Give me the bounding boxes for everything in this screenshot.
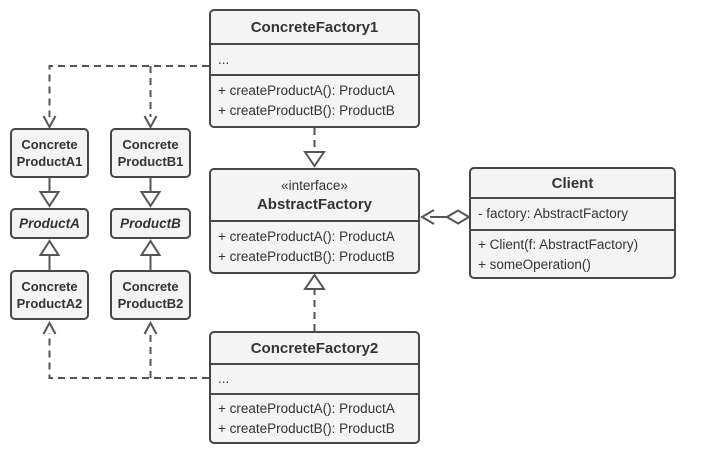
class-box-concrete-factory-1: ConcreteFactory1 ... + createProductA():… xyxy=(209,9,420,128)
class-box-product-b: ProductB xyxy=(110,208,191,239)
hollow-triangle-icon xyxy=(139,191,162,208)
dependency-factory1-to-products xyxy=(42,65,209,130)
generalization-concreteproducta2-producta xyxy=(38,239,61,270)
method-row: + createProductA(): ProductA xyxy=(218,83,395,98)
aggregation-client-abstractfactory xyxy=(420,209,471,225)
generalization-concreteproductb2-productb xyxy=(139,239,162,270)
class-name-line: Concrete xyxy=(122,137,179,152)
hollow-triangle-icon xyxy=(38,239,61,256)
class-name-line: Concrete xyxy=(21,137,78,152)
method-row: + createProductA(): ProductA xyxy=(218,401,395,416)
class-box-concrete-factory-2: ConcreteFactory2 ... + createProductA():… xyxy=(209,331,420,444)
class-box-concrete-product-b1: Concrete ProductB1 xyxy=(110,128,191,178)
class-name-line: ProductA1 xyxy=(16,154,83,169)
class-box-concrete-product-a1: Concrete ProductA1 xyxy=(10,128,89,178)
dependency-arrowhead xyxy=(143,115,158,130)
class-name-line: ProductB1 xyxy=(117,154,184,169)
attributes-compartment: ... xyxy=(211,43,418,74)
class-name-line: Concrete xyxy=(122,279,179,294)
attribute-row: ... xyxy=(218,51,230,67)
dependency-line xyxy=(48,65,209,117)
hollow-triangle-icon xyxy=(38,191,61,208)
attributes-compartment: - factory: AbstractFactory xyxy=(471,197,674,229)
dependency-line xyxy=(48,333,209,379)
class-name: ConcreteFactory2 xyxy=(250,339,379,357)
attribute-row: ... xyxy=(218,371,230,386)
attributes-compartment: ... xyxy=(211,363,418,393)
hollow-triangle-icon xyxy=(303,273,326,290)
generalization-concreteproductb1-productb xyxy=(139,178,162,208)
method-row: + createProductB(): ProductB xyxy=(218,249,395,264)
method-row: + createProductA(): ProductA xyxy=(218,229,395,244)
class-name: AbstractFactory xyxy=(256,195,373,213)
class-name: ConcreteFactory1 xyxy=(250,18,379,36)
class-name-line: ProductA2 xyxy=(16,296,83,311)
hollow-triangle-icon xyxy=(139,239,162,256)
realization-factory1-abstractfactory xyxy=(303,128,326,168)
class-box-product-a: ProductA xyxy=(10,208,89,239)
method-row: + createProductB(): ProductB xyxy=(218,421,395,436)
class-name: ProductB xyxy=(120,216,181,231)
open-arrowhead-icon xyxy=(420,209,435,225)
methods-compartment: + createProductA(): ProductA + createPro… xyxy=(211,74,418,126)
attribute-row: - factory: AbstractFactory xyxy=(478,206,629,221)
method-row: + someOperation() xyxy=(478,257,591,272)
class-name-line: Concrete xyxy=(21,279,78,294)
class-name-line: ProductB2 xyxy=(117,296,184,311)
methods-compartment: + createProductA(): ProductA + createPro… xyxy=(211,220,418,272)
class-box-client: Client - factory: AbstractFactory + Clie… xyxy=(469,167,676,279)
methods-compartment: + Client(f: AbstractFactory) + someOpera… xyxy=(471,229,674,277)
realization-factory2-abstractfactory xyxy=(303,273,326,331)
method-row: + createProductB(): ProductB xyxy=(218,103,395,118)
class-box-abstract-factory: «interface» AbstractFactory + createProd… xyxy=(209,168,420,274)
method-row: + Client(f: AbstractFactory) xyxy=(478,237,639,252)
generalization-concreteproducta1-producta xyxy=(38,178,61,208)
dependency-arrowhead xyxy=(42,115,57,130)
dependency-arrowhead xyxy=(42,320,57,335)
aggregation-diamond-icon xyxy=(445,209,471,225)
dependency-arrowhead xyxy=(143,320,158,335)
dependency-factory2-to-products xyxy=(42,320,209,379)
hollow-triangle-icon xyxy=(303,151,326,168)
methods-compartment: + createProductA(): ProductA + createPro… xyxy=(211,393,418,442)
class-name: Client xyxy=(551,174,594,192)
interface-stereotype: «interface» xyxy=(281,177,348,193)
class-box-concrete-product-a2: Concrete ProductA2 xyxy=(10,270,89,320)
class-name: ProductA xyxy=(19,216,80,231)
class-header: «interface» AbstractFactory xyxy=(211,170,418,220)
class-box-concrete-product-b2: Concrete ProductB2 xyxy=(110,270,191,320)
